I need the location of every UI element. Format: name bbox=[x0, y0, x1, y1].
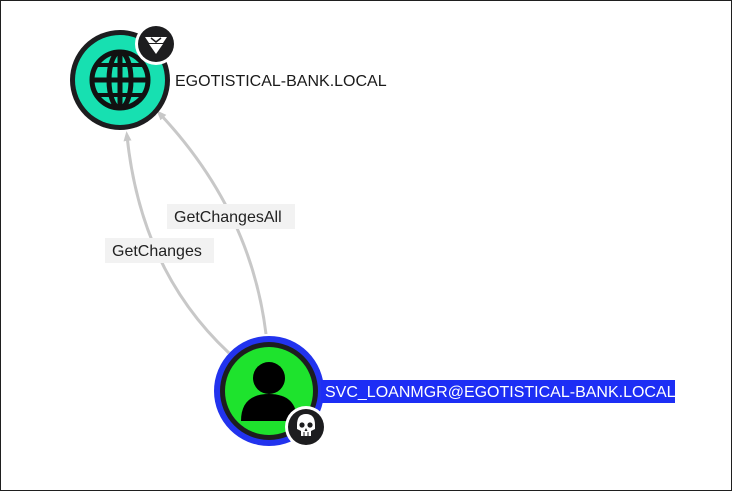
edge-getchangesall-label-bg bbox=[167, 204, 295, 229]
skull-icon bbox=[297, 414, 315, 436]
edge-getchangesall-label[interactable]: GetChangesAll bbox=[174, 209, 282, 226]
edge-getchanges-label-bg bbox=[105, 238, 214, 263]
user-badge bbox=[285, 406, 327, 448]
crown-gem-icon bbox=[145, 37, 167, 54]
user-node[interactable]: SVC_LOANMGR@EGOTISTICAL-BANK.LOCAL bbox=[214, 336, 676, 448]
domain-node[interactable]: EGOTISTICAL-BANK.LOCAL bbox=[70, 23, 387, 130]
edge-getchanges-label[interactable]: GetChanges bbox=[112, 243, 202, 260]
user-node-label[interactable]: SVC_LOANMGR@EGOTISTICAL-BANK.LOCAL bbox=[325, 384, 676, 401]
user-node-label-bg bbox=[321, 380, 675, 403]
domain-node-label[interactable]: EGOTISTICAL-BANK.LOCAL bbox=[175, 73, 387, 90]
domain-badge bbox=[135, 23, 177, 65]
globe-icon bbox=[89, 49, 151, 111]
edge-getchangesall[interactable]: GetChangesAll bbox=[156, 110, 295, 335]
edges-layer: GetChanges GetChangesAll bbox=[105, 110, 295, 355]
user-icon bbox=[241, 362, 297, 421]
edge-getchanges[interactable]: GetChanges bbox=[105, 131, 231, 355]
